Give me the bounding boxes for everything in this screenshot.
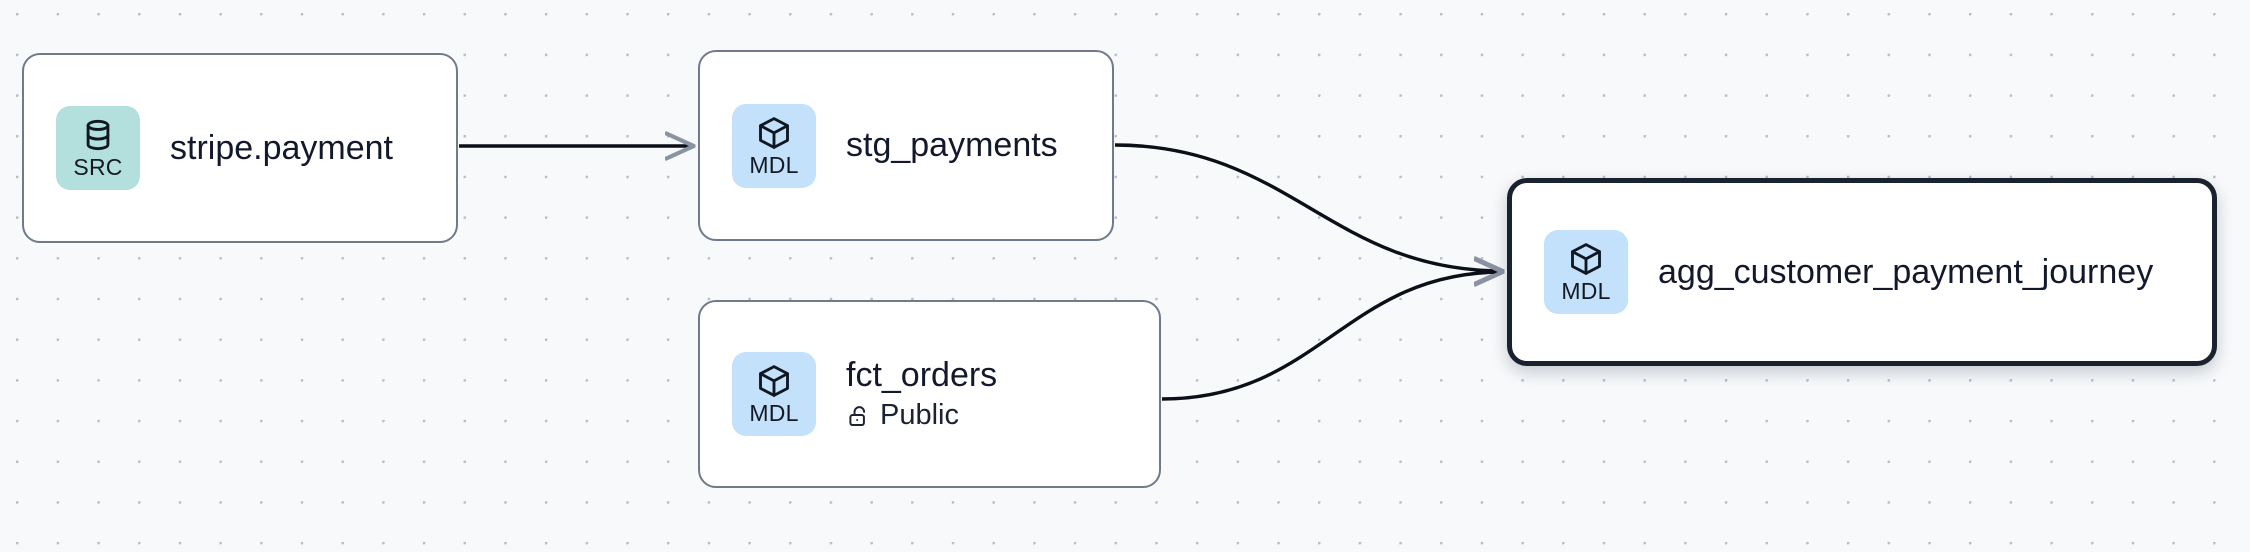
node-visibility-label: Public xyxy=(880,399,959,432)
edge-fct-to-agg xyxy=(1161,272,1503,401)
node-body: fct_orders Public xyxy=(846,355,997,432)
badge-mdl: MDL xyxy=(732,103,816,188)
node-title: agg_customer_payment_journey xyxy=(1658,252,2154,291)
node-title: stripe.payment xyxy=(170,128,393,167)
node-fct-orders[interactable]: MDL fct_orders Public xyxy=(698,300,1161,488)
badge-mdl-label: MDL xyxy=(749,151,799,178)
unlocked-padlock-icon xyxy=(846,404,871,429)
badge-src-label: SRC xyxy=(73,154,123,180)
cube-icon xyxy=(1568,241,1604,277)
cube-icon xyxy=(756,115,792,151)
badge-mdl: MDL xyxy=(1544,230,1628,314)
cube-icon xyxy=(756,363,792,399)
node-title: fct_orders xyxy=(846,356,998,395)
node-agg-customer-payment-journey[interactable]: MDL agg_customer_payment_journey xyxy=(1507,178,2217,366)
node-body: agg_customer_payment_journey xyxy=(1658,252,2153,292)
node-body: stripe.payment xyxy=(170,128,393,168)
node-visibility: Public xyxy=(846,399,997,432)
node-stripe-payment[interactable]: SRC stripe.payment xyxy=(22,53,458,243)
node-stg-payments[interactable]: MDL stg_payments xyxy=(698,50,1114,241)
node-body: stg_payments xyxy=(846,125,1058,165)
database-icon xyxy=(80,117,116,153)
badge-mdl-label: MDL xyxy=(749,400,799,426)
badge-mdl-label: MDL xyxy=(1561,278,1611,304)
badge-src: SRC xyxy=(56,106,140,190)
node-title: stg_payments xyxy=(846,126,1058,165)
edge-stg-to-agg xyxy=(1114,143,1503,271)
badge-mdl: MDL xyxy=(732,352,816,436)
